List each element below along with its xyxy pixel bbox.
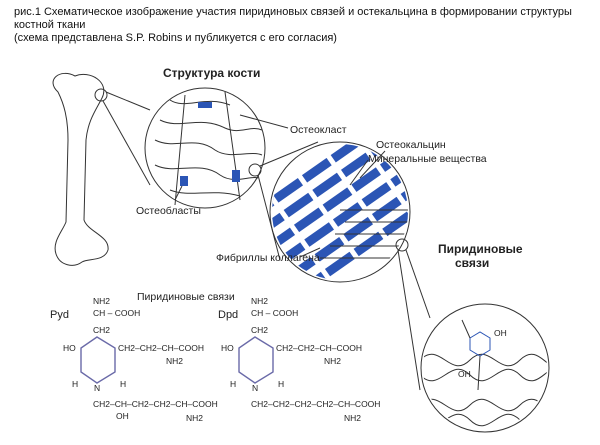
- chem-text: H: [278, 379, 284, 389]
- osteon-lines: [154, 91, 263, 206]
- chem-text: CH2–CH2–CH2–CH2–CH–COOH: [251, 399, 380, 409]
- chem-text: NH2: [324, 356, 341, 366]
- pyridine-ring: [80, 336, 116, 384]
- chem-text: CH – COOH: [93, 308, 140, 318]
- figure-caption: рис.1 Схематическое изображение участия …: [14, 6, 600, 45]
- pyridine-links-label-2: связи: [455, 256, 489, 270]
- caption-line-1: рис.1 Схематическое изображение участия …: [14, 6, 572, 31]
- chemistry-title: Пиридиновые связи: [137, 291, 235, 303]
- pyridine-ring: [238, 336, 274, 384]
- pointer: [239, 114, 289, 129]
- chem-text: CH2: [251, 325, 268, 335]
- collagen-helix: [423, 319, 547, 427]
- chem-text: NH2: [251, 296, 268, 306]
- chem-text: N: [252, 383, 258, 393]
- chem-text: NH2: [186, 413, 203, 423]
- osteoclast-label: Остеокласт: [290, 124, 347, 136]
- chem-text: CH2–CH–CH2–CH2–CH–COOH: [93, 399, 218, 409]
- connector: [405, 249, 431, 319]
- connector: [259, 141, 319, 167]
- chem-text: H: [72, 379, 78, 389]
- pointer: [349, 159, 369, 186]
- chem-text: OH: [116, 411, 129, 421]
- chem-text: NH2: [93, 296, 110, 306]
- pointer: [359, 150, 386, 179]
- chem-text: NH2: [344, 413, 361, 423]
- osteoblasts-label: Остеобласты: [136, 205, 201, 217]
- osteoclast-cell: [198, 102, 212, 108]
- minerals-label: Минеральные вещества: [368, 153, 487, 165]
- dpd-name: Dpd: [218, 309, 238, 321]
- dpd-structure: Dpd NH2 CH – COOH CH2 HO CH2–CH2–CH–COOH…: [218, 296, 380, 423]
- zoom-circle-small-2: [248, 163, 262, 177]
- connector: [105, 91, 151, 111]
- pyridine-circle: [420, 303, 550, 433]
- pyd-structure: Pyd NH2 CH – COOH CH2 HO CH2–CH2–CH–COOH…: [50, 296, 218, 423]
- connector: [257, 174, 281, 261]
- chem-text: H: [120, 379, 126, 389]
- bone-structure-circle: [144, 87, 266, 209]
- pyd-name: Pyd: [50, 309, 69, 321]
- chem-text: N: [94, 383, 100, 393]
- chem-text: NH2: [166, 356, 183, 366]
- chem-text: HO: [221, 343, 234, 353]
- bone-shape: [52, 72, 109, 266]
- zoom-circle-small-3: [395, 238, 409, 252]
- bone-structure-title: Структура кости: [163, 66, 260, 80]
- collagen-fibrils-label: Фибриллы коллагена: [216, 252, 320, 264]
- chem-text: H: [230, 379, 236, 389]
- osteoblast-cell: [232, 170, 240, 182]
- osteocalcin-label: Остеокальцин: [376, 139, 446, 151]
- pointer: [299, 247, 321, 258]
- chem-text: CH2–CH2–CH–COOH: [118, 343, 204, 353]
- zoom-circle-small-1: [94, 88, 108, 102]
- oh-label: OH: [494, 328, 507, 338]
- chem-text: CH – COOH: [251, 308, 298, 318]
- collagen-circle: [269, 141, 411, 283]
- connector: [102, 100, 151, 186]
- osteoblast-cell: [180, 176, 188, 186]
- oh-label-2: OH: [458, 369, 471, 379]
- pointer: [174, 185, 183, 201]
- pyridine-links-label: Пиридиновые: [438, 242, 523, 256]
- chem-text: CH2: [93, 325, 110, 335]
- chem-text: HO: [63, 343, 76, 353]
- caption-line-2: (схема представлена S.P. Robins и публик…: [14, 32, 337, 44]
- chem-text: CH2–CH2–CH–COOH: [276, 343, 362, 353]
- connector: [397, 249, 421, 391]
